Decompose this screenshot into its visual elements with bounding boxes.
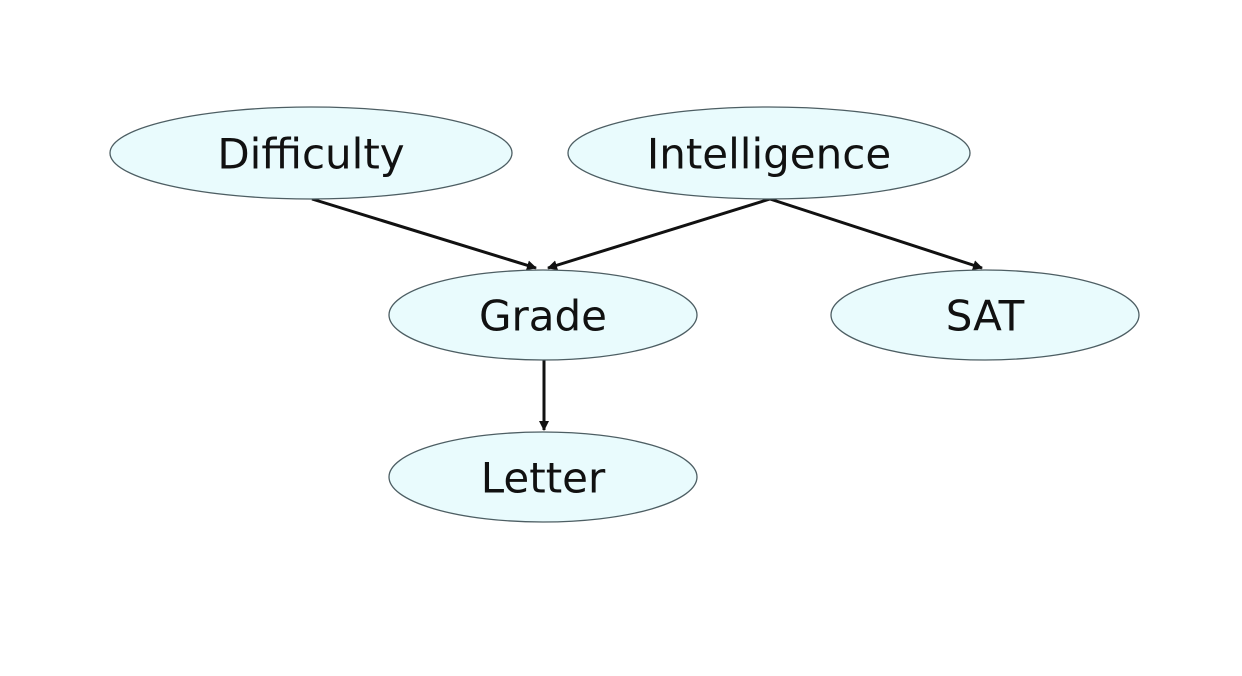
edges-group: [311, 197, 983, 431]
node-intelligence-label: Intelligence: [647, 130, 891, 179]
node-intelligence: Intelligence: [567, 106, 971, 200]
edge-intelligence-to-sat: [769, 197, 983, 270]
node-letter: Letter: [388, 431, 698, 523]
node-sat: SAT: [830, 269, 1140, 361]
edge-difficulty-to-grade: [311, 197, 537, 271]
node-difficulty-ellipse: [109, 106, 513, 200]
edge-intelligence-to-grade: [547, 197, 771, 271]
node-difficulty: Difficulty: [109, 106, 513, 200]
node-grade-label: Grade: [479, 292, 607, 341]
node-intelligence-ellipse: [567, 106, 971, 200]
node-letter-label: Letter: [481, 454, 606, 503]
node-sat-label: SAT: [946, 292, 1025, 341]
node-sat-ellipse: [830, 269, 1140, 361]
node-grade: Grade: [388, 269, 698, 361]
node-grade-ellipse: [388, 269, 698, 361]
node-difficulty-label: Difficulty: [217, 130, 404, 179]
node-letter-ellipse: [388, 431, 698, 523]
